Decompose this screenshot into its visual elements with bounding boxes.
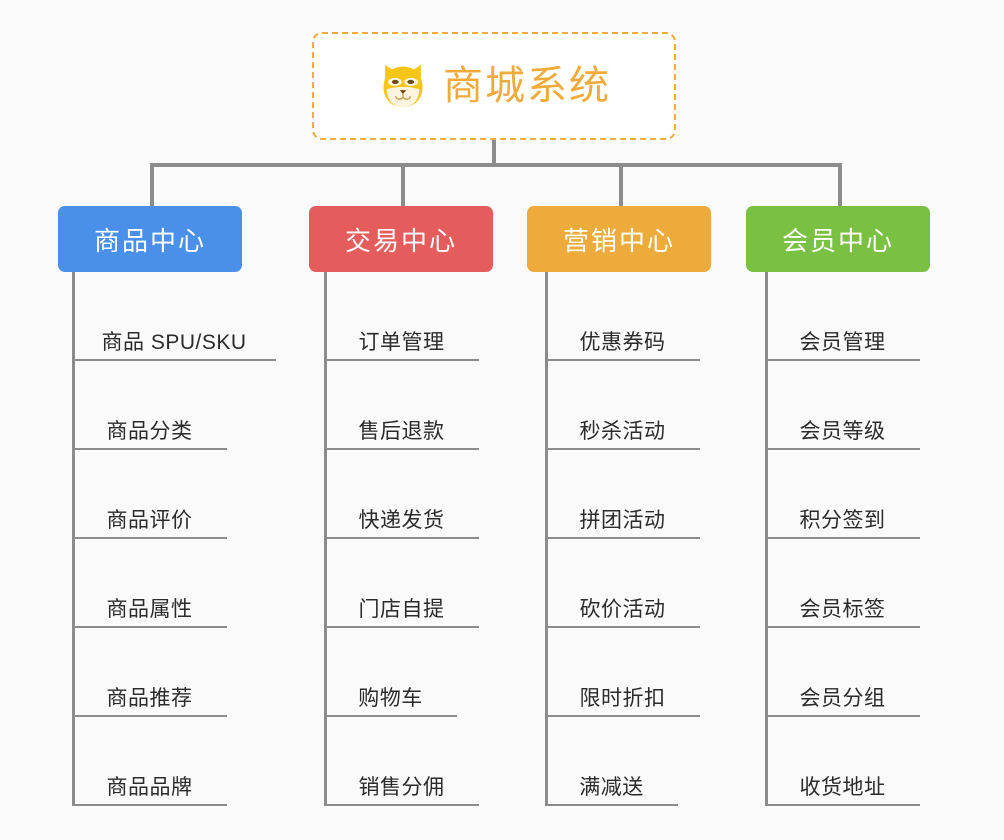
leaf-label: 会员分组 [799,686,886,710]
leaf-label: 会员管理 [799,330,886,354]
leaf-item[interactable]: 拼团活动 [545,450,700,539]
leaf-item[interactable]: 商品推荐 [72,628,227,717]
leaf-item[interactable]: 限时折扣 [545,628,700,717]
leaf-label: 积分签到 [799,508,886,532]
leaf-label: 会员等级 [799,419,886,443]
leaf-label: 销售分佣 [358,775,445,799]
root-node[interactable]: 商城系统 [312,32,676,140]
leaf-item[interactable]: 商品属性 [72,539,227,628]
leaf-label: 售后退款 [358,419,445,443]
leaf-item[interactable]: 积分签到 [765,450,920,539]
leaf-label: 秒杀活动 [579,419,666,443]
leaf-item[interactable]: 会员等级 [765,361,920,450]
leaf-item[interactable]: 满减送 [545,717,678,806]
leaf-label: 快递发货 [358,508,445,532]
leaf-item[interactable]: 商品分类 [72,361,227,450]
shiba-dog-face-icon [383,64,423,108]
leaf-item[interactable]: 购物车 [324,628,457,717]
leaf-label: 商品分类 [106,419,193,443]
column-spine-member-center [765,272,768,806]
leaf-label: 商品评价 [106,508,193,532]
leaf-item[interactable]: 门店自提 [324,539,479,628]
leaf-label: 砍价活动 [579,597,666,621]
leaf-label: 订单管理 [358,330,445,354]
category-box-product-center[interactable]: 商品中心 [58,206,242,272]
leaf-item[interactable]: 商品品牌 [72,717,227,806]
root-title: 商城系统 [443,64,611,108]
category-box-marketing-center[interactable]: 营销中心 [527,206,711,272]
leaf-item[interactable]: 快递发货 [324,450,479,539]
leaf-label: 商品属性 [106,597,193,621]
category-box-trade-center[interactable]: 交易中心 [309,206,493,272]
leaf-item[interactable]: 订单管理 [324,272,479,361]
leaf-label: 收货地址 [799,775,886,799]
leaf-label: 商品推荐 [106,686,193,710]
leaf-label: 优惠券码 [579,330,666,354]
connector-horizontal-bus [150,163,840,167]
leaf-label: 拼团活动 [579,508,666,532]
leaf-label: 会员标签 [799,597,886,621]
connector-drop-member-center [838,163,842,208]
leaf-item[interactable]: 优惠券码 [545,272,700,361]
category-label-product-center: 商品中心 [93,225,206,256]
leaf-item[interactable]: 收货地址 [765,717,920,806]
leaf-item[interactable]: 会员管理 [765,272,920,361]
column-spine-trade-center [324,272,327,806]
connector-root-stem [492,140,496,165]
leaf-item[interactable]: 会员标签 [765,539,920,628]
leaf-item[interactable]: 商品评价 [72,450,227,539]
leaf-label: 商品品牌 [106,775,193,799]
leaf-label: 购物车 [358,686,423,710]
leaf-item[interactable]: 售后退款 [324,361,479,450]
connector-drop-trade-center [401,163,405,208]
category-label-marketing-center: 营销中心 [562,225,675,256]
leaf-item[interactable]: 秒杀活动 [545,361,700,450]
category-label-member-center: 会员中心 [781,225,894,256]
leaf-item[interactable]: 会员分组 [765,628,920,717]
leaf-label: 满减送 [579,775,644,799]
leaf-item[interactable]: 商品 SPU/SKU [72,272,276,361]
leaf-item[interactable]: 砍价活动 [545,539,700,628]
category-label-trade-center: 交易中心 [344,225,457,256]
leaf-label: 商品 SPU/SKU [101,330,247,354]
leaf-label: 限时折扣 [579,686,666,710]
category-box-member-center[interactable]: 会员中心 [746,206,930,272]
leaf-item[interactable]: 销售分佣 [324,717,479,806]
leaf-label: 门店自提 [358,597,445,621]
connector-drop-marketing-center [619,163,623,208]
column-spine-marketing-center [545,272,548,806]
connector-drop-product-center [150,163,154,208]
column-spine-product-center [72,272,75,806]
